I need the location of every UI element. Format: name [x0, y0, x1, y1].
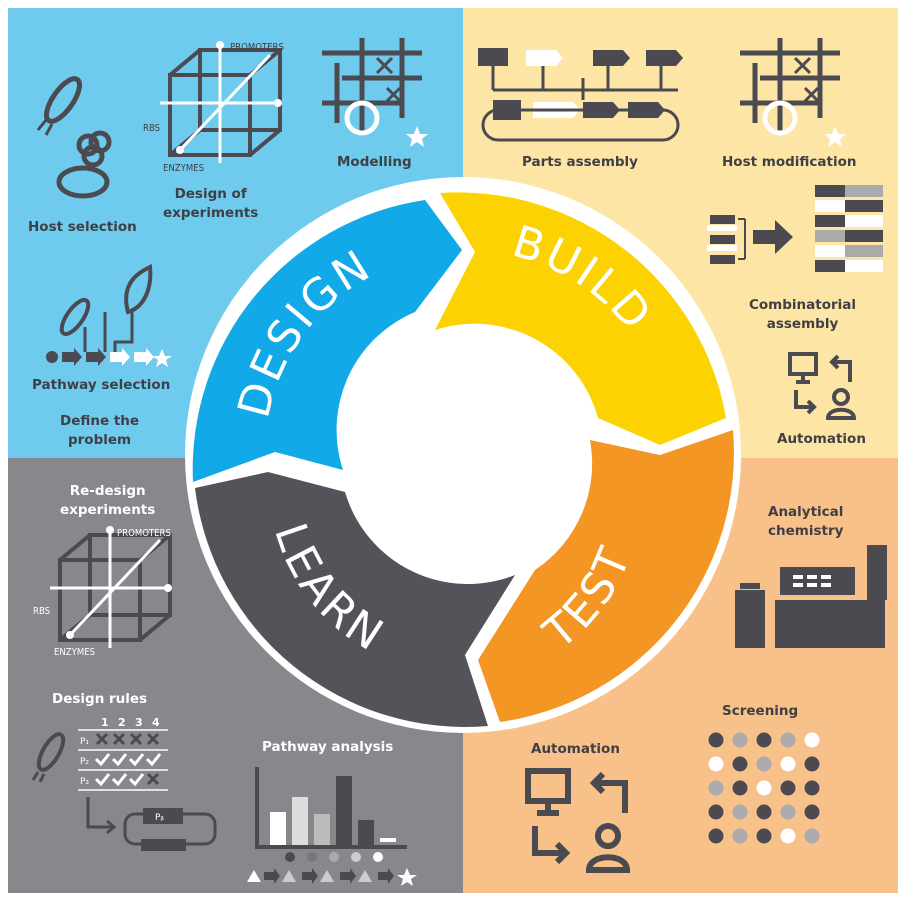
- screening-well: [732, 804, 748, 820]
- screening-well: [732, 732, 748, 748]
- screening-well: [708, 804, 724, 820]
- doe-promoters-label: PROMOTERS: [230, 42, 284, 53]
- svg-text:P₂: P₂: [80, 757, 89, 767]
- screening-well: [756, 828, 772, 844]
- svg-text:P₃: P₃: [80, 777, 89, 787]
- rules-col-3: 3: [135, 716, 143, 729]
- screening-well: [804, 828, 820, 844]
- rules-col-1: 1: [101, 716, 109, 729]
- design-rules-table-icon: 1 2 3 4 P₁ P₂ P₃ Pᵦ: [31, 716, 217, 851]
- redesign-rbs-label: RBS: [33, 606, 51, 617]
- screening-well: [732, 780, 748, 796]
- design-arc[interactable]: [192, 200, 463, 482]
- build-arc[interactable]: [435, 192, 726, 445]
- pathway-selection-icon: [46, 263, 172, 367]
- screening-well: [804, 780, 820, 796]
- screening-well: [756, 732, 772, 748]
- pathway-analysis-label: Pathway analysis: [262, 739, 394, 755]
- screening-well: [804, 732, 820, 748]
- test-arc[interactable]: [478, 430, 734, 722]
- screening-well: [756, 804, 772, 820]
- screening-well: [708, 780, 724, 796]
- host-modification-label: Host modification: [722, 154, 857, 170]
- combinatorial-assembly-icon: [707, 185, 883, 272]
- analytical-chemistry-icon: [735, 545, 887, 648]
- doe-enzymes-label: ENZYMES: [163, 163, 205, 174]
- pathway-selection-label: Pathway selection: [32, 377, 171, 393]
- screening-plate-icon: [708, 732, 820, 844]
- design-rules-label: Design rules: [52, 691, 148, 707]
- screening-well: [708, 828, 724, 844]
- parts-assembly-label: Parts assembly: [522, 154, 638, 170]
- build-automation-icon: [788, 352, 857, 420]
- screening-well: [780, 804, 796, 820]
- doe-cube-icon: [160, 41, 282, 163]
- host-selection-label: Host selection: [28, 219, 137, 235]
- build-automation-label: Automation: [777, 431, 866, 447]
- pb-label: Pᵦ: [155, 813, 164, 823]
- screening-well: [780, 732, 796, 748]
- parts-assembly-icon: [478, 48, 683, 142]
- screening-well: [780, 828, 796, 844]
- host-selection-icon: [36, 76, 112, 199]
- doe-rbs-label: RBS: [143, 123, 161, 134]
- screening-well: [804, 804, 820, 820]
- test-automation-icon: [525, 768, 631, 873]
- rules-col-2: 2: [118, 716, 126, 729]
- screening-well: [780, 756, 796, 772]
- screening-well: [804, 756, 820, 772]
- learn-arc[interactable]: [195, 472, 515, 727]
- screening-well: [756, 756, 772, 772]
- pathway-analysis-chart-icon: [247, 767, 417, 886]
- screening-well: [780, 780, 796, 796]
- host-modification-icon: [740, 38, 846, 147]
- svg-text:P₁: P₁: [80, 737, 89, 747]
- screening-well: [708, 756, 724, 772]
- rules-col-4: 4: [152, 716, 160, 729]
- screening-well: [756, 780, 772, 796]
- modelling-label: Modelling: [337, 154, 412, 170]
- screening-well: [732, 828, 748, 844]
- cycle-center: [345, 337, 581, 573]
- screening-well: [732, 756, 748, 772]
- redesign-promoters-label: PROMOTERS: [117, 528, 171, 539]
- screening-label: Screening: [722, 703, 799, 719]
- screening-well: [708, 732, 724, 748]
- modelling-icon: [322, 38, 428, 147]
- redesign-cube-icon: [50, 526, 172, 648]
- test-automation-label: Automation: [531, 741, 620, 757]
- redesign-enzymes-label: ENZYMES: [54, 647, 96, 658]
